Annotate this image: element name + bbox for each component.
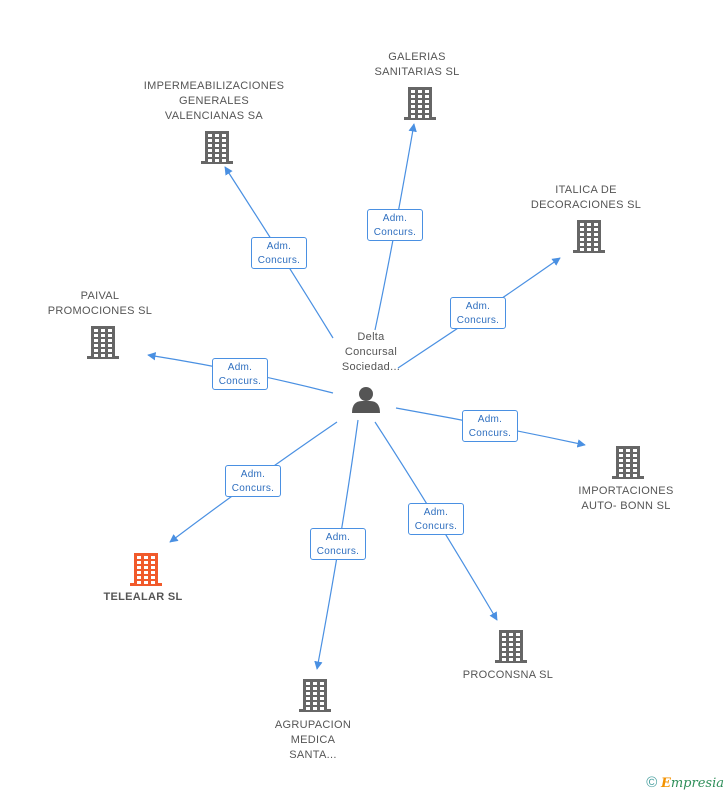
node-label-line: Sociedad... (341, 361, 401, 373)
node-label-agrupacion[interactable]: AGRUPACION MEDICA SANTA... (223, 718, 403, 763)
node-label-line: GALERIAS (388, 51, 446, 63)
building-icon-telealar[interactable] (130, 553, 162, 586)
node-label-line: TELEALAR SL (103, 591, 183, 603)
node-label-line: IMPORTACIONES (578, 485, 674, 497)
node-label-importaciones[interactable]: IMPORTACIONES AUTO- BONN SL (536, 484, 716, 514)
node-label-line: PROMOCIONES SL (47, 305, 153, 317)
edge-label-text: Adm. (325, 532, 351, 543)
node-label-line: Concursal (344, 346, 398, 358)
edge-label-text: Concurs. (231, 483, 275, 494)
node-label-line: Delta (357, 331, 385, 343)
node-label-line: IMPERMEABILIZACIONES (143, 80, 285, 92)
edge-label-text: Adm. (423, 507, 449, 518)
building-icon-galerias[interactable] (404, 87, 436, 120)
node-label-line: GENERALES (179, 95, 249, 107)
edge-label-text: Adm. (465, 301, 491, 312)
edge-label-text: Adm. (240, 469, 266, 480)
edge-label-paival: Adm. Concurs. (212, 358, 268, 390)
edge-label-text: Adm. (266, 241, 292, 252)
edge-label-text: Concurs. (316, 546, 360, 557)
building-icon-agrupacion[interactable] (299, 679, 331, 712)
edge-label-text: Concurs. (257, 255, 301, 266)
node-label-line: ITALICA DE (555, 184, 617, 196)
building-icon-italica[interactable] (573, 220, 605, 253)
node-label-line: DECORACIONES SL (530, 199, 642, 211)
brand-initial: E (660, 776, 671, 791)
node-label-line: VALENCIANAS SA (164, 110, 264, 122)
node-label-line: SANTA... (289, 749, 337, 761)
edge-label-text: Adm. (382, 213, 408, 224)
edge-label-text: Concurs. (414, 521, 458, 532)
edge-label-galerias: Adm. Concurs. (367, 209, 423, 241)
edge-label-text: Adm. (477, 414, 503, 425)
brand-name: mpresia (670, 776, 724, 791)
node-label-line: PAIVAL (80, 290, 120, 302)
edge-label-text: Concurs. (456, 315, 500, 326)
node-label-proconsna[interactable]: PROCONSNA SL (418, 668, 598, 683)
edge-label-italica: Adm. Concurs. (450, 297, 506, 329)
building-icon-impermeabilizaciones[interactable] (201, 131, 233, 164)
edge-label-telealar: Adm. Concurs. (225, 465, 281, 497)
node-label-galerias[interactable]: GALERIAS SANITARIAS SL (327, 50, 507, 80)
edge-label-proconsna: Adm. Concurs. (408, 503, 464, 535)
building-icon-paival[interactable] (87, 326, 119, 359)
node-label-impermeabilizaciones[interactable]: IMPERMEABILIZACIONES GENERALES VALENCIANAS… (124, 79, 304, 124)
building-icon-proconsna[interactable] (495, 630, 527, 663)
node-label-paival[interactable]: PAIVAL PROMOCIONES SL (10, 289, 190, 319)
node-label-line: AUTO- BONN SL (581, 500, 671, 512)
copyright-symbol: © (646, 774, 658, 791)
node-label-telealar[interactable]: TELEALAR SL (53, 590, 233, 605)
edge-label-agrupacion: Adm. Concurs. (310, 528, 366, 560)
node-label-line: MEDICA (290, 734, 336, 746)
edge-label-text: Adm. (227, 362, 253, 373)
node-label-line: SANITARIAS SL (374, 66, 460, 78)
node-label-italica[interactable]: ITALICA DE DECORACIONES SL (496, 183, 676, 213)
node-label-line: AGRUPACION (274, 719, 352, 731)
edge-label-impermeabilizaciones: Adm. Concurs. (251, 237, 307, 269)
edge-label-importaciones: Adm. Concurs. (462, 410, 518, 442)
person-icon[interactable] (352, 387, 380, 413)
copyright-notice: © Empresia (646, 774, 724, 791)
edge-label-text: Concurs. (373, 227, 417, 238)
node-label-line: PROCONSNA SL (462, 669, 554, 681)
edge-label-text: Concurs. (468, 428, 512, 439)
building-icon-importaciones[interactable] (612, 446, 644, 479)
edge-label-text: Concurs. (218, 376, 262, 387)
